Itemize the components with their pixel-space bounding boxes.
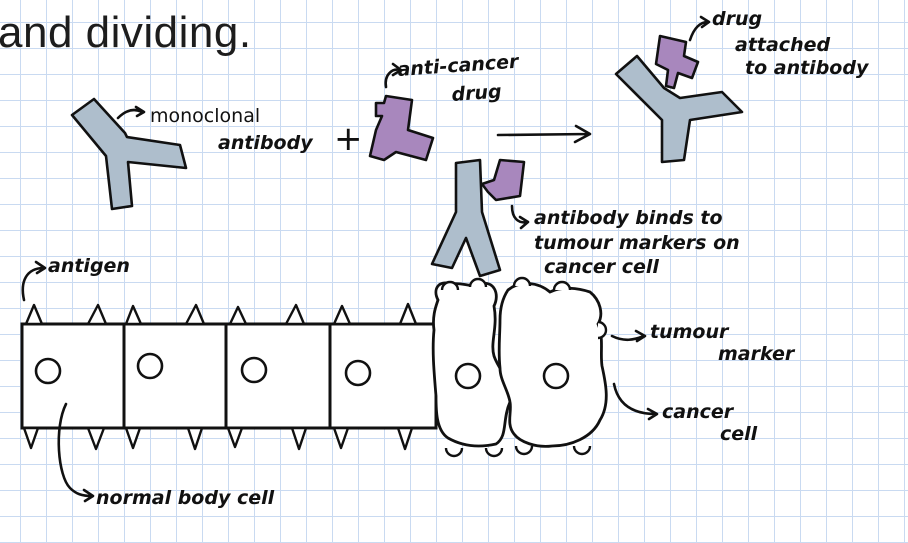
antigen-spike	[124, 304, 143, 326]
conjugate-drug	[654, 34, 700, 90]
nucleus	[34, 357, 62, 385]
antigen-spike	[396, 426, 414, 451]
tumour-marker	[597, 320, 608, 340]
tumour-marker	[514, 445, 534, 456]
attached-arrow	[688, 15, 711, 42]
label-attached-3: to antibody	[745, 57, 870, 79]
monoclonal-antibody	[70, 97, 188, 211]
antigen-spike	[332, 304, 352, 326]
cancer-cells	[431, 276, 608, 458]
drug-arrow	[384, 62, 403, 89]
bound-antibody-shape	[430, 158, 502, 278]
tumour-marker	[552, 280, 572, 291]
binds-arrow	[510, 204, 530, 230]
label-monoclonal-2: antibody	[218, 132, 314, 154]
label-cancer-1: cancer	[662, 401, 735, 423]
antigen-spike	[24, 303, 44, 326]
nucleus	[136, 352, 164, 380]
label-binds-3: cancer cell	[544, 256, 659, 278]
label-binds-1: antibody binds to	[534, 207, 723, 229]
nucleus	[454, 362, 482, 390]
antigen-spike	[332, 426, 350, 450]
tumour-marker	[444, 447, 464, 458]
antigen-spike	[86, 303, 108, 326]
label-normal-cell: normal body cell	[96, 487, 275, 509]
drug-shape	[368, 94, 435, 162]
nucleus	[542, 362, 570, 390]
anticancer-drug	[368, 94, 435, 162]
antigen-spike	[86, 426, 106, 451]
label-monoclonal-1: monoclonal	[150, 105, 260, 127]
heading: and dividing.	[0, 8, 252, 57]
label-attached-1: drug	[712, 8, 762, 30]
antigen-spike	[22, 426, 40, 450]
monoclonal-arrow	[116, 105, 146, 120]
normal-cell	[122, 322, 228, 430]
antibody-drug-conjugate	[614, 34, 744, 164]
normal-cell	[224, 322, 332, 430]
antigen-spike	[186, 426, 204, 451]
label-anticancer-1: anti-cancer	[397, 50, 521, 80]
antigen-spike	[284, 303, 306, 326]
cancer-cell-arrow	[612, 382, 659, 421]
normal-cells	[20, 302, 438, 451]
normal-cell-arrow	[57, 402, 95, 503]
bound-drug-shape	[480, 158, 526, 202]
antigen-arrow	[21, 260, 47, 302]
label-anticancer-2: drug	[451, 81, 503, 106]
label-attached-2: attached	[735, 34, 830, 56]
antigen-spike	[290, 426, 308, 451]
tumour-marker	[572, 445, 592, 456]
antigen-spike	[228, 305, 248, 326]
antigen-spike	[184, 303, 206, 326]
antibody-shape	[70, 97, 188, 211]
tumour-marker-arrow	[610, 329, 647, 343]
bound-antibody	[430, 158, 526, 278]
conjugate-antibody	[614, 54, 744, 164]
reaction-arrow	[496, 124, 592, 144]
antigen-spike	[226, 426, 244, 449]
label-binds-2: tumour markers on	[534, 232, 740, 254]
label-tumour-2: marker	[718, 343, 796, 365]
tumour-marker	[440, 280, 460, 291]
antigen-spike	[124, 426, 142, 450]
nucleus	[344, 359, 372, 387]
label-antigen: antigen	[48, 255, 130, 277]
label-tumour-1: tumour	[650, 321, 730, 343]
label-cancer-2: cell	[720, 423, 758, 445]
tumour-marker	[468, 277, 488, 288]
nucleus	[240, 356, 268, 384]
tumour-marker	[512, 276, 532, 287]
antigen-spike	[398, 302, 418, 326]
tumour-marker	[484, 447, 504, 458]
plus-sign: +	[334, 119, 363, 159]
